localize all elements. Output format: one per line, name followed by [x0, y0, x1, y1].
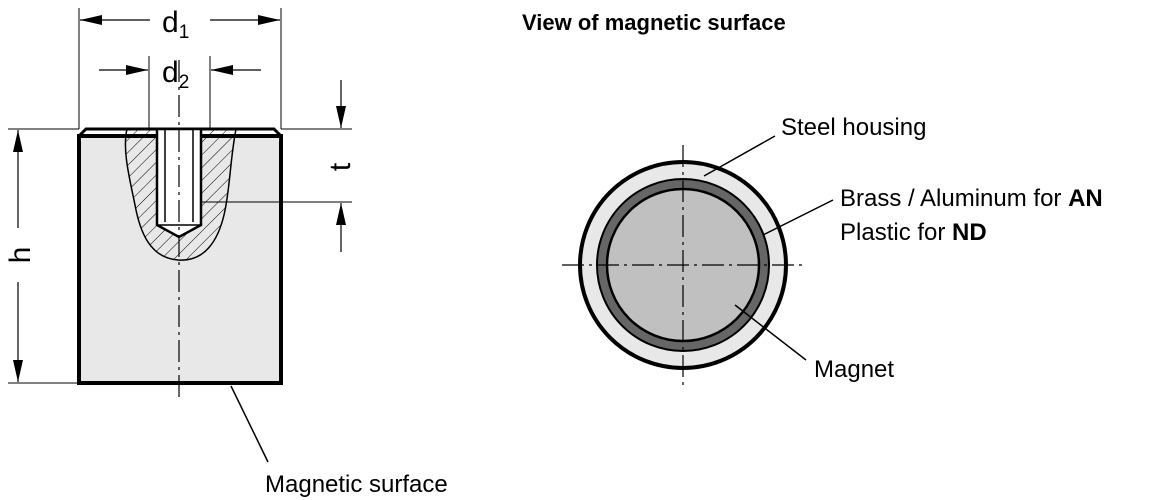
label-plastic-prefix: Plastic for	[840, 219, 952, 246]
leader-brass	[762, 199, 834, 236]
face-view: View of magnetic surface Steel housing B…	[522, 10, 1103, 386]
arrowhead	[336, 106, 346, 128]
arrowhead	[13, 360, 23, 382]
label-plastic-bold: ND	[952, 219, 987, 246]
dim-d1-label: d	[162, 6, 179, 39]
label-magnetic-surface: Magnetic surface	[265, 471, 448, 498]
dim-t-label: t	[324, 162, 357, 171]
dim-d2-subscript: 2	[179, 72, 190, 93]
dim-h-label: h	[4, 247, 37, 264]
arrowhead	[126, 65, 148, 75]
svg-text:Plastic for ND: Plastic for ND	[840, 219, 987, 246]
arrowhead	[13, 130, 23, 152]
arrowhead	[258, 15, 280, 25]
label-brass-prefix: Brass / Aluminum for	[840, 185, 1068, 212]
svg-text:d1: d1	[162, 6, 189, 43]
label-magnet: Magnet	[814, 356, 894, 383]
arrowhead	[336, 203, 346, 225]
arrowhead	[211, 65, 233, 75]
view-title: View of magnetic surface	[522, 10, 786, 35]
label-steel-housing: Steel housing	[781, 114, 926, 141]
svg-text:Brass / Aluminum for AN: Brass / Aluminum for AN	[840, 185, 1103, 212]
arrowhead	[80, 15, 102, 25]
svg-text:d2: d2	[162, 56, 189, 93]
side-view: d1 d2 t h Magnetic surface	[4, 6, 448, 498]
leader-steel-housing	[703, 135, 776, 177]
dim-d1-subscript: 1	[179, 22, 190, 43]
leader-magnet	[734, 304, 807, 361]
leader-line	[230, 385, 269, 463]
label-brass-bold: AN	[1068, 185, 1103, 212]
dim-d2-label: d	[162, 56, 179, 89]
